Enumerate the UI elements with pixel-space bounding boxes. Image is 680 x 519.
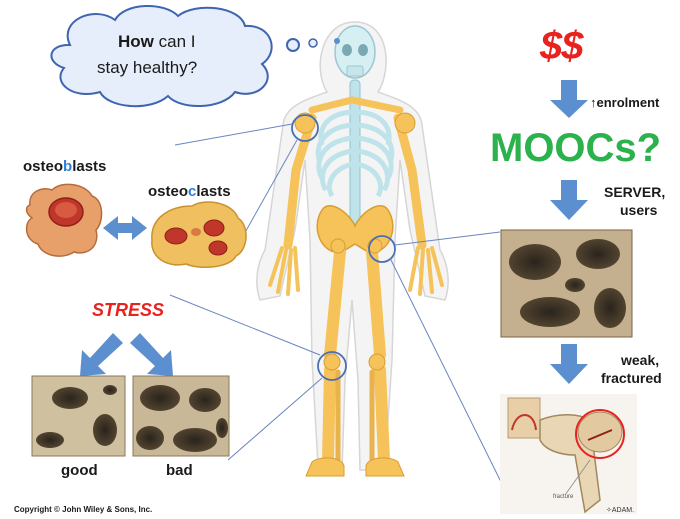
good-bone-image [32,376,125,456]
bad-bone-image [133,376,229,456]
thought-bubble-dot-small [309,39,317,47]
osteoblasts-highlight-letter: b [63,158,72,175]
osteoclasts-suffix: lasts [196,183,230,200]
good-label: good [61,462,98,479]
osteoblast-cell-image [27,184,102,256]
thought-bubble-dot-large [287,39,299,51]
arrow-money-to-moocs-icon [550,80,588,118]
fracture-caption: fracture [553,494,573,500]
thought-line-2: stay healthy? [97,58,197,78]
money-label: $$ [540,24,583,69]
weak-label-line-1: weak, [621,352,659,368]
porous-bone-image [501,230,632,337]
osteoblasts-label: osteoblasts [23,158,106,175]
arrow-bone-to-fracture-icon [550,344,588,384]
enrolment-label: ↑enrolment [590,95,659,110]
weak-label-line-2: fractured [601,370,662,386]
server-label-line-1: SERVER, [604,184,665,200]
arrow-to-good-icon [80,333,123,376]
thought-cloud [51,6,317,106]
double-arrow-icon [103,216,147,240]
arrow-moocs-to-bone-icon [550,180,588,220]
osteoblasts-prefix: osteo [23,158,63,175]
thought-line-1-rest: can I [154,32,196,51]
bad-label: bad [166,462,193,479]
copyright-notice: Copyright © John Wiley & Sons, Inc. [14,505,152,514]
skeleton-figure [257,22,448,476]
osteoclasts-label: osteoclasts [148,183,231,200]
stress-label: STRESS [92,300,164,321]
osteoclast-cell-image [152,202,246,267]
adam-watermark: ✧ADAM. [606,506,634,514]
server-label-line-2: users [620,202,657,218]
stress-arrows [80,333,173,376]
osteoclasts-prefix: osteo [148,183,188,200]
moocs-label: MOOCs? [490,126,661,171]
thought-bold-word: How [118,32,154,51]
arrow-to-bad-icon [130,333,173,376]
osteoblasts-suffix: lasts [72,158,106,175]
thought-line-1: How can I [118,32,195,52]
